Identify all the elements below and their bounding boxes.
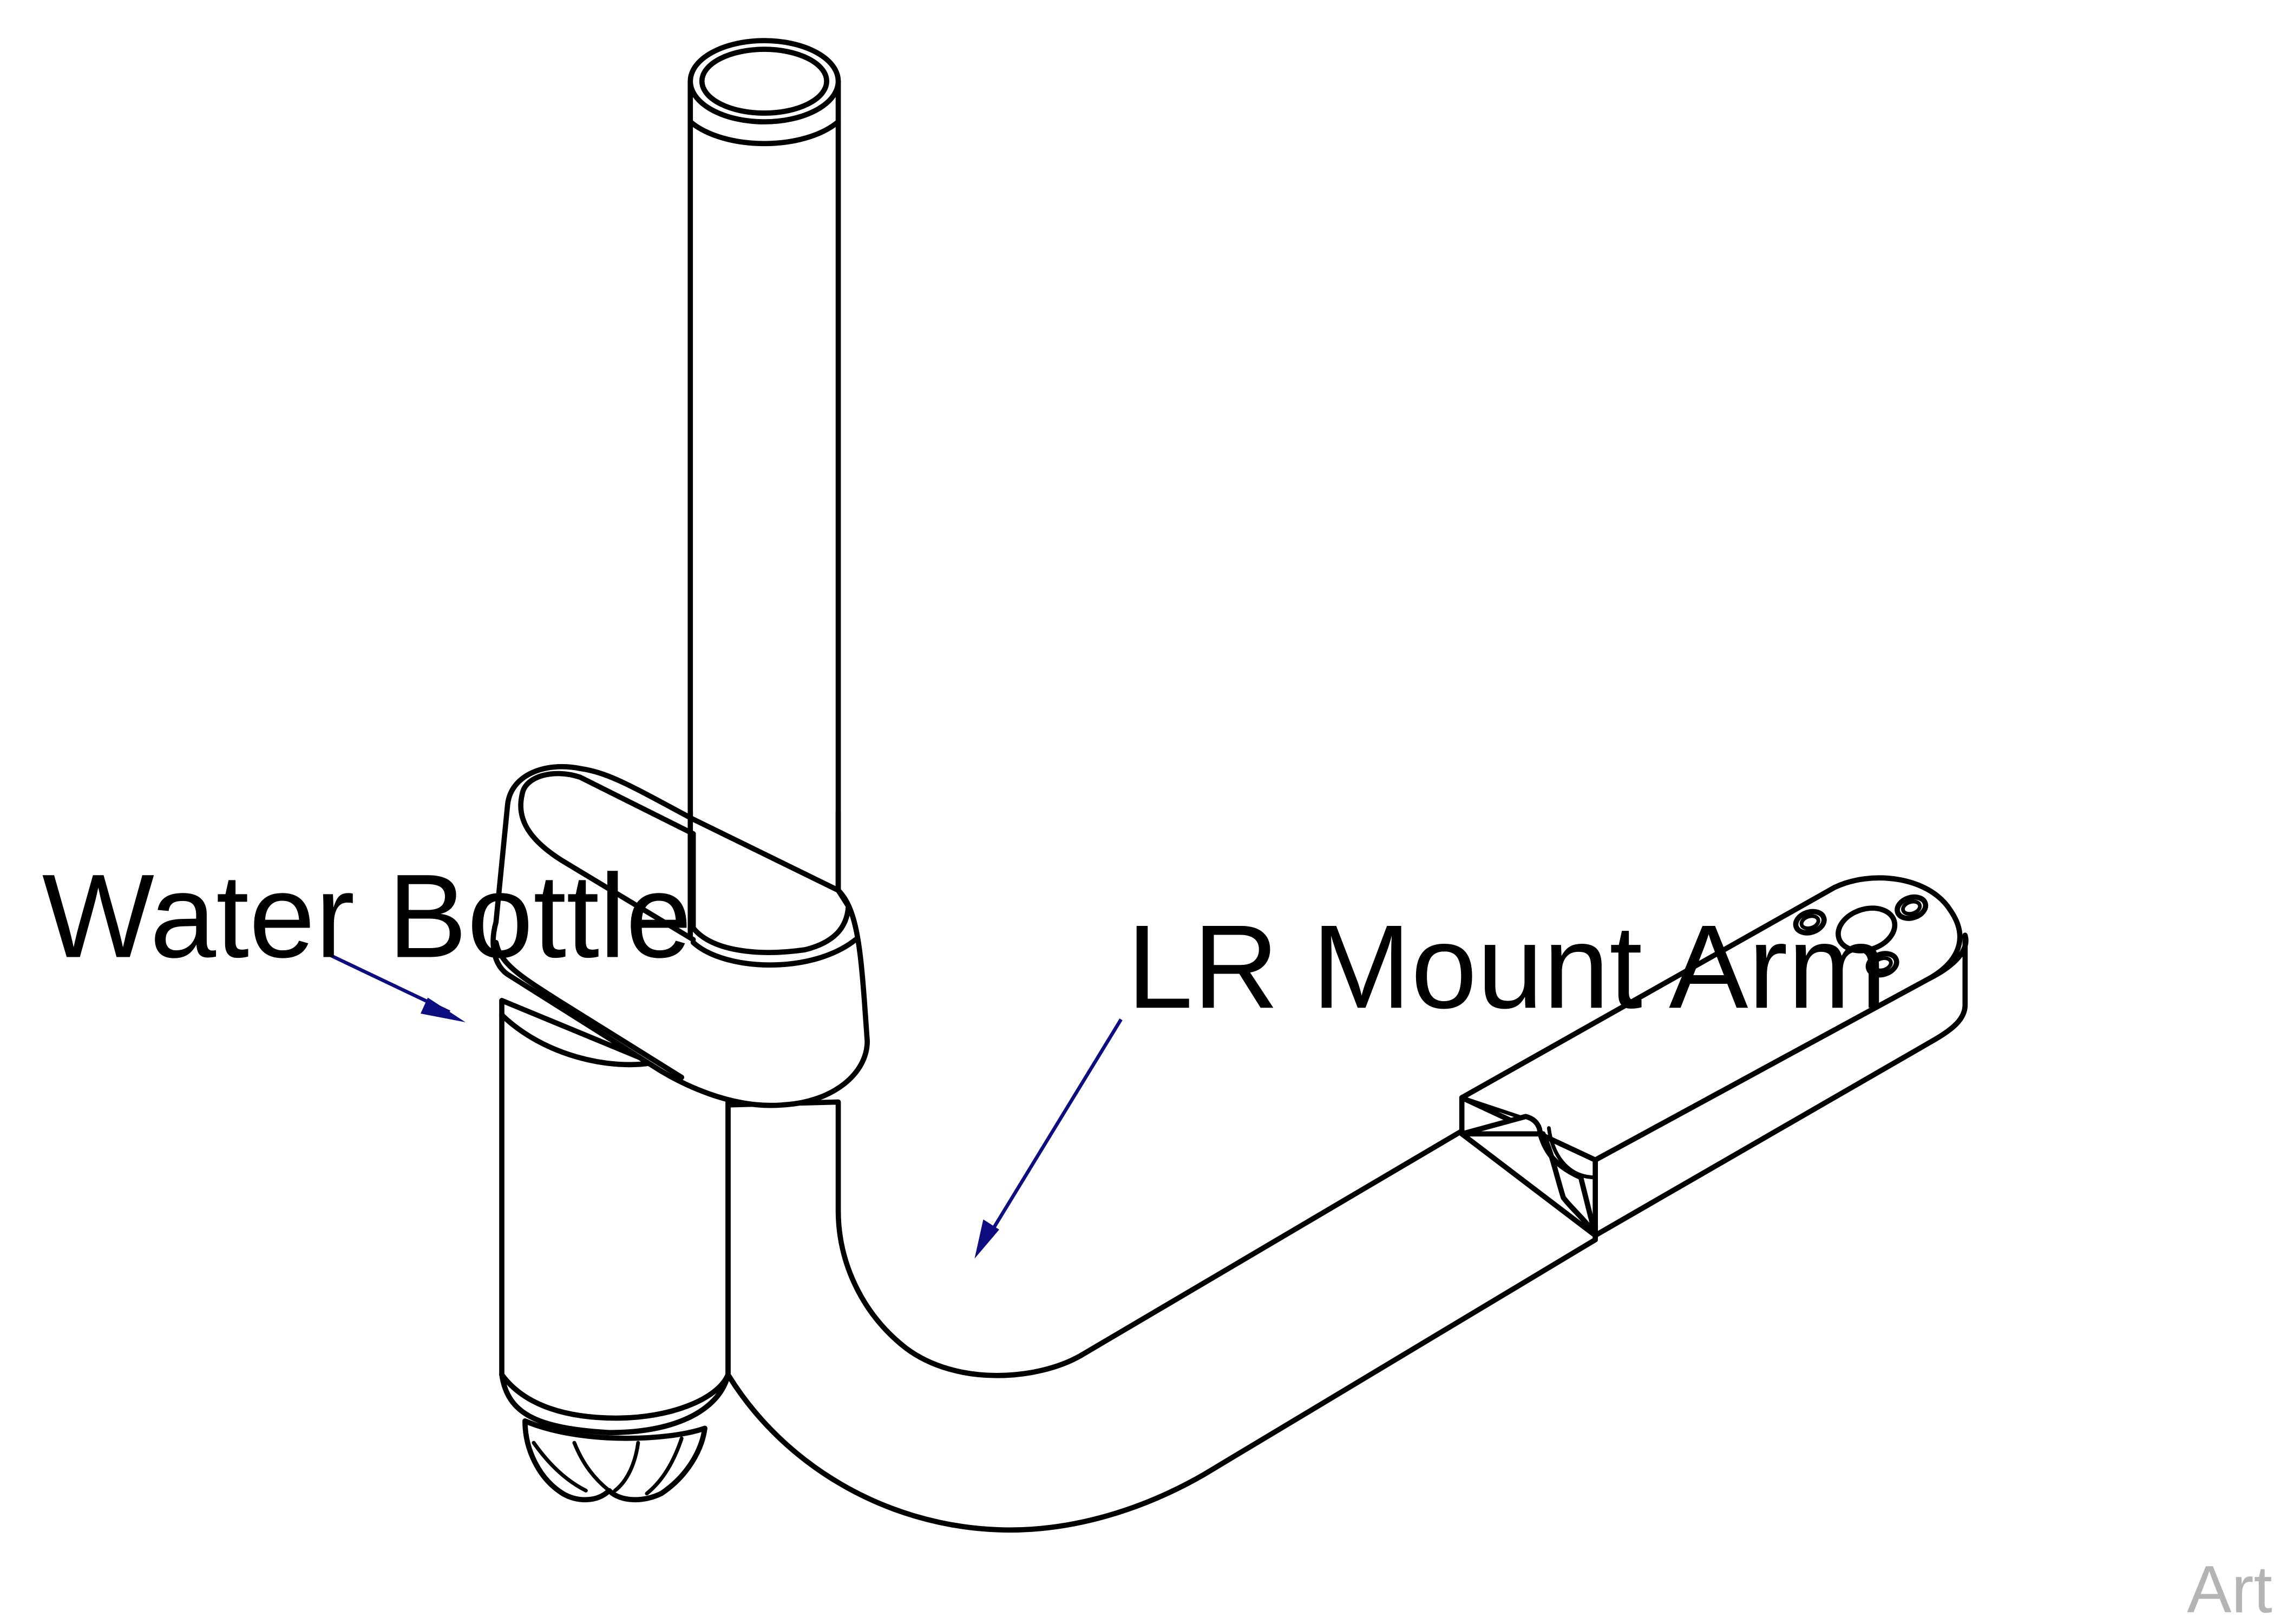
post-top-inner <box>699 47 829 116</box>
clamp-block-drawing <box>490 764 870 1108</box>
mounting-hole <box>1872 956 1893 972</box>
mounting-hole <box>1793 909 1827 936</box>
mount-arm-drawing <box>725 875 1969 1533</box>
water-bottle-drawing <box>499 998 731 1503</box>
lr-mount-arm-label: LR Mount Arm <box>1127 900 1887 1033</box>
mounting-hole <box>1799 914 1820 930</box>
post-tube <box>687 78 841 945</box>
saddle-notch <box>1459 1114 1598 1238</box>
bottle-body <box>499 998 731 1436</box>
water-bottle-arrowhead <box>420 997 466 1023</box>
leader-arrows <box>324 951 1123 1259</box>
mounting-hole <box>1865 951 1899 978</box>
mount-arm-leader-line <box>987 1018 1123 1237</box>
water-bottle-label: Water Bottle <box>42 849 692 982</box>
vertical-post-drawing <box>687 38 841 945</box>
arm-tube <box>725 1099 1598 1533</box>
watermark-label: ArtFull <box>2187 1553 2274 1624</box>
mounting-hole <box>1901 899 1922 916</box>
mounting-hole <box>1895 894 1929 921</box>
mount-arm-arrowhead <box>974 1219 999 1259</box>
mount-plate-side <box>1593 932 1969 1238</box>
center-hole <box>1836 905 1898 954</box>
post-top-cap <box>687 38 841 124</box>
